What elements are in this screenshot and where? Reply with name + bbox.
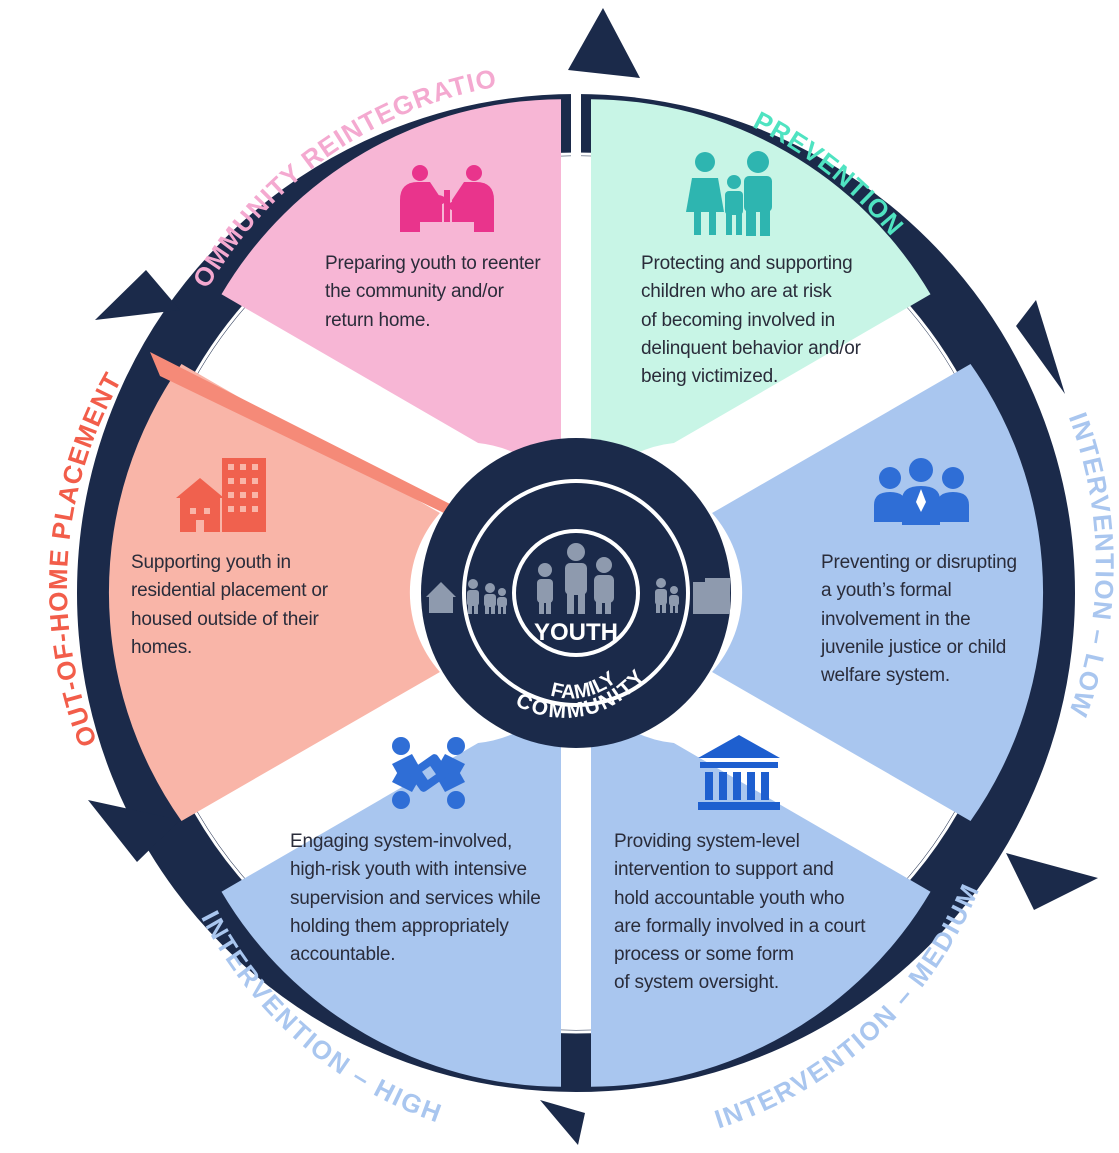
- team-table-icon: [392, 737, 465, 809]
- segment-intervention-medium: [591, 696, 931, 1087]
- arrowhead-lower-left: [88, 800, 180, 862]
- hands-plant-icon: [400, 165, 494, 234]
- segment-intervention-high: [221, 696, 561, 1087]
- desc-intervention-low: Preventing or disrupting a youth’s forma…: [821, 552, 1017, 687]
- desc-intervention-high: Engaging system-involved, high-risk yout…: [290, 831, 541, 966]
- family-building-icon: [655, 578, 730, 614]
- hub-ring: [462, 479, 690, 707]
- buildings-icon: [176, 458, 266, 532]
- desc-out-of-home: Supporting youth in residential placemen…: [131, 552, 328, 658]
- family-icon: [686, 151, 772, 236]
- arrowhead-top: [568, 8, 640, 78]
- desc-community-reintegration: Preparing youth to reenter the community…: [325, 253, 541, 331]
- youth-label: YOUTH: [534, 619, 618, 646]
- desc-intervention-medium: Providing system-level intervention to s…: [614, 831, 866, 994]
- courthouse-icon: [698, 735, 780, 810]
- arrowhead-upper-right: [1016, 300, 1065, 394]
- ring-arrowheads: [88, 8, 1098, 1145]
- placement-highlight-stripe: [150, 352, 452, 514]
- arrowhead-upper-left: [95, 270, 180, 320]
- desc-prevention: Protecting and supporting children who a…: [641, 253, 861, 388]
- arrowhead-bottom: [540, 1100, 585, 1145]
- arrowhead-lower-right: [1006, 853, 1098, 910]
- house-family-icon: [426, 579, 507, 614]
- group-icon: [874, 458, 969, 525]
- hub-inner-ring: [512, 529, 640, 657]
- segment-out-of-home: [108, 364, 440, 821]
- youth-figures-icon: [537, 543, 614, 614]
- segment-prevention: [591, 99, 931, 490]
